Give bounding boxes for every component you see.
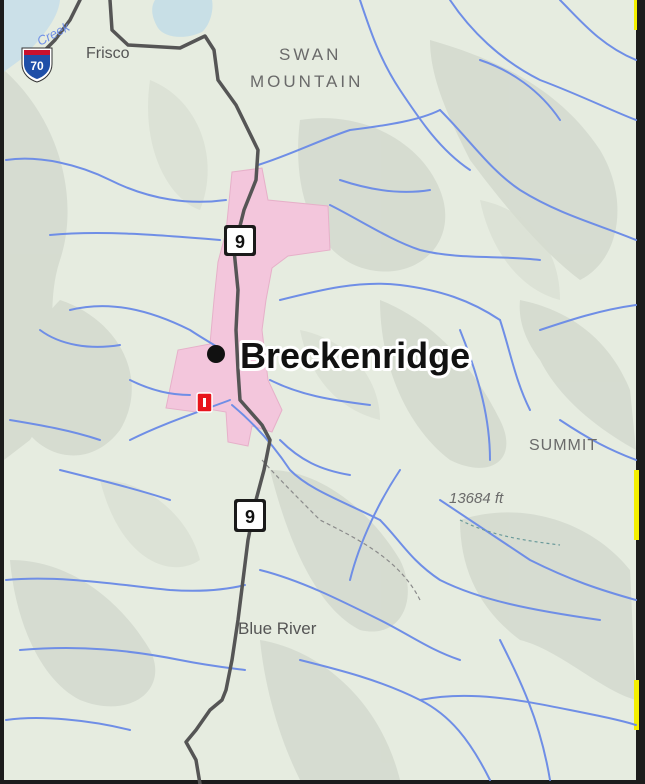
blue-river-label: Blue River xyxy=(238,619,317,638)
town-area xyxy=(165,167,331,447)
mountain-label: MOUNTAIN xyxy=(250,72,363,91)
breckenridge-dot[interactable] xyxy=(207,345,225,363)
trail-east xyxy=(459,519,561,546)
edge-marker-bottom xyxy=(634,680,639,730)
interstate-70-shield[interactable]: 70 xyxy=(21,47,53,83)
swan-label: SWAN xyxy=(279,45,341,64)
interstate-70-label: 70 xyxy=(30,59,44,73)
hillshade-light xyxy=(100,80,560,568)
trail xyxy=(261,459,421,601)
route-9-shield-south[interactable]: 9 xyxy=(234,499,266,532)
breckenridge-label: Breckenridge xyxy=(240,335,470,376)
rivers xyxy=(5,0,637,781)
hillshade xyxy=(4,40,636,780)
route-9-shield-north[interactable]: 9 xyxy=(224,225,256,256)
edge-marker-top xyxy=(634,0,637,30)
summit-label: SUMMIT xyxy=(529,437,598,454)
edge-marker-mid xyxy=(634,470,639,540)
lake xyxy=(152,0,213,37)
frisco-label: Frisco xyxy=(86,45,130,62)
lake-west xyxy=(4,0,60,72)
route-9-north-label: 9 xyxy=(235,232,245,252)
route-9-south-label: 9 xyxy=(245,507,255,527)
red-point-marker-inner xyxy=(203,398,206,407)
elevation-label: 13684 ft xyxy=(449,490,504,507)
breckenridge-label-halo: Breckenridge xyxy=(240,335,470,376)
